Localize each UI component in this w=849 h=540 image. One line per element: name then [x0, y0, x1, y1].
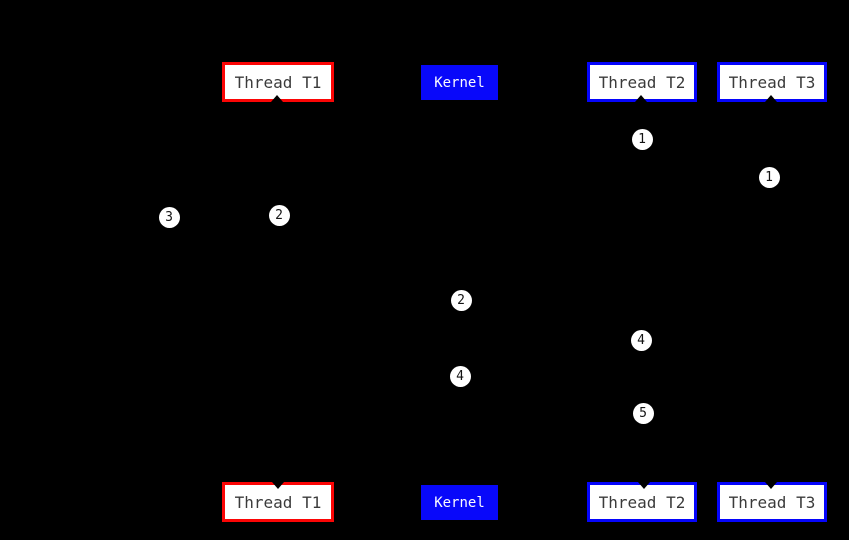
thread-t2-label: Thread T2 [598, 492, 686, 512]
thread-t1-label: Thread T1 [234, 72, 322, 92]
lifeline-arrowhead-icon [638, 482, 650, 489]
kernel-box-top: Kernel [421, 65, 498, 100]
event-marker-2: 2 [450, 289, 472, 311]
event-marker-5: 5 [632, 402, 654, 424]
kernel-label: Kernel [434, 494, 485, 511]
lifeline-notch-icon [635, 95, 647, 102]
event-marker-3: 3 [158, 206, 180, 228]
event-marker-4: 4 [449, 365, 471, 387]
thread-t3-label: Thread T3 [728, 72, 816, 92]
event-marker-2: 2 [268, 204, 290, 226]
lifeline-notch-icon [765, 95, 777, 102]
kernel-label: Kernel [434, 74, 485, 91]
thread-t1-label: Thread T1 [234, 492, 322, 512]
kernel-box-bottom: Kernel [421, 485, 498, 520]
lifeline-notch-icon [271, 95, 283, 102]
thread-t3-label: Thread T3 [728, 492, 816, 512]
event-marker-1: 1 [631, 128, 653, 150]
thread-t2-label: Thread T2 [598, 72, 686, 92]
lifeline-arrowhead-icon [272, 482, 284, 489]
event-marker-4: 4 [630, 329, 652, 351]
event-marker-1: 1 [758, 166, 780, 188]
lifeline-arrowhead-icon [765, 482, 777, 489]
